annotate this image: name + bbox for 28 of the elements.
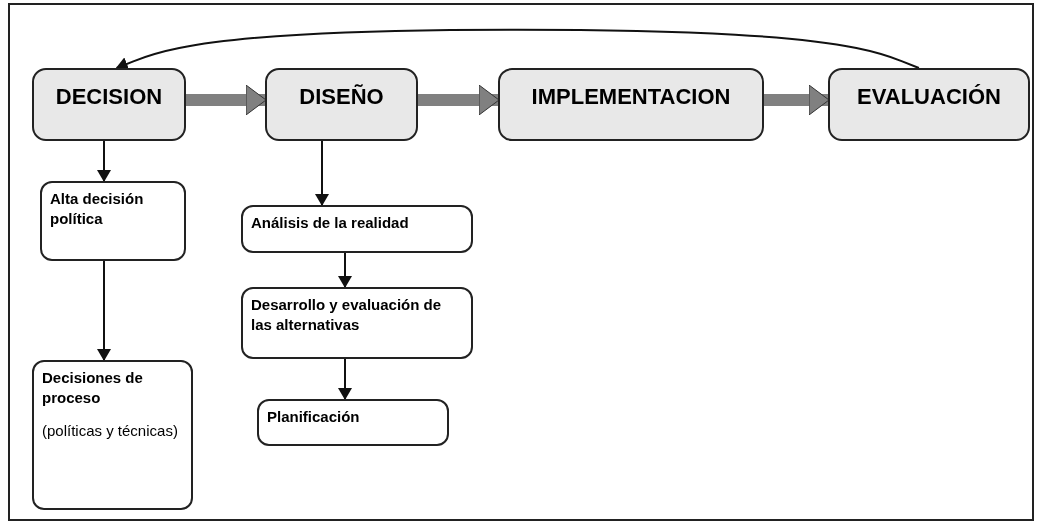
- box-label: DECISION: [55, 84, 163, 110]
- step-box: [32, 360, 193, 510]
- arrow: [338, 358, 352, 400]
- box-label: DISEÑO: [299, 84, 384, 110]
- box-label: IMPLEMENTACION: [531, 84, 731, 110]
- block-arrow: [186, 84, 267, 116]
- step-box: [241, 205, 473, 253]
- block-arrow: [764, 84, 830, 116]
- note-text: (políticas y técnicas): [42, 420, 178, 441]
- block-arrow: [418, 84, 500, 116]
- box-label: Alta decisión política: [50, 189, 145, 230]
- box-label: Análisis de la realidad: [251, 213, 409, 233]
- box-label: Desarrollo y evaluación de las alternativas: [251, 295, 443, 336]
- box-label: Planificación: [267, 407, 360, 427]
- phase-box: [265, 68, 418, 141]
- phase-box: [828, 68, 1030, 141]
- step-box: [257, 399, 449, 446]
- arrow: [115, 28, 920, 71]
- phase-box: [32, 68, 186, 141]
- box-label: EVALUACIÓN: [857, 84, 1001, 110]
- box-label: Decisiones de proceso: [42, 368, 144, 409]
- step-box: [40, 181, 186, 261]
- arrow: [97, 140, 111, 182]
- arrow: [315, 140, 329, 206]
- phase-box: [498, 68, 764, 141]
- arrow: [338, 252, 352, 288]
- arrow: [97, 260, 111, 361]
- step-box: [241, 287, 473, 359]
